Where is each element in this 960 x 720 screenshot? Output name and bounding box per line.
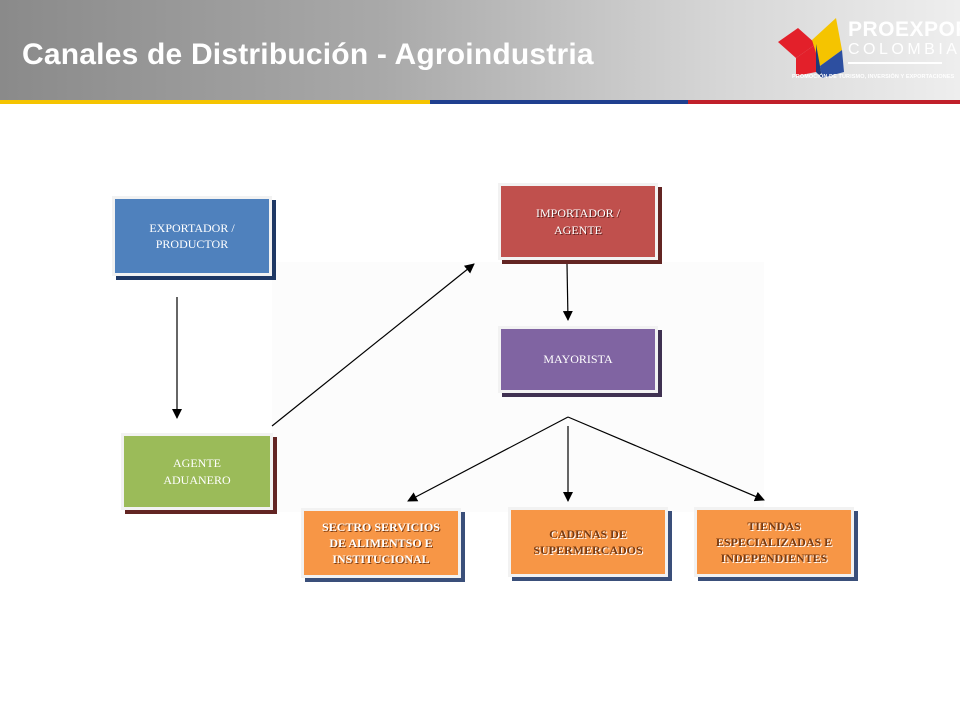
node-cadenas-line2: SUPERMERCADOS [533, 543, 643, 557]
node-mayorista: MAYORISTA [498, 326, 658, 393]
header-stripe-yellow [0, 100, 430, 104]
header-stripe-blue [430, 100, 688, 104]
logo-country: COLOMBIA [848, 41, 960, 58]
node-cadenas-line1: CADENAS DE [549, 526, 627, 541]
proexport-logo-icon [778, 18, 844, 78]
node-servicios-line2: DE ALIMENTSO E [329, 535, 433, 550]
node-agente-aduanero: AGENTE ADUANERO [121, 433, 273, 510]
node-agente-line2: ADUANERO [163, 472, 231, 487]
node-importador-line2: AGENTE [554, 222, 602, 237]
node-tiendas-line1: TIENDAS [747, 518, 801, 533]
logo-name: PROEXPORT [848, 18, 960, 41]
node-exportador-productor: EXPORTADOR / PRODUCTOR [112, 196, 272, 276]
node-importador-line1: IMPORTADOR / [536, 206, 620, 221]
node-importador-agente: IMPORTADOR / AGENTE [498, 183, 658, 260]
arrow-mayorista-to-tiendas [567, 416, 765, 502]
slide-title: Canales de Distribución - Agroindustria [22, 38, 594, 71]
node-tiendas-especializadas: TIENDAS ESPECIALIZADAS E INDEPENDIENTES [694, 507, 854, 577]
arrow-agente-to-importador [271, 263, 475, 427]
node-agente-line1: AGENTE [173, 456, 221, 471]
node-servicios-alimentos: SECTRO SERVICIOS DE ALIMENTSO E INSTITUC… [301, 508, 461, 578]
node-exportador-line2: PRODUCTOR [155, 237, 229, 251]
node-tiendas-line3: INDEPENDIENTES [720, 551, 828, 566]
node-exportador-line1: EXPORTADOR / [149, 220, 235, 235]
arrow-importador-to-mayorista [562, 263, 573, 321]
node-servicios-line1: SECTRO SERVICIOS [322, 519, 440, 534]
node-tiendas-line2: ESPECIALIZADAS E [715, 534, 833, 549]
node-servicios-line3: INSTITUCIONAL [332, 552, 430, 567]
node-mayorista-label: MAYORISTA [543, 352, 613, 367]
arrow-mayorista-to-servicios [407, 416, 569, 502]
logo-divider [848, 62, 942, 64]
logo-tagline: PROMOCIÓN DE TURISMO, INVERSIÓN Y EXPORT… [792, 74, 955, 80]
header-stripe-red [688, 100, 960, 104]
node-cadenas-supermercados: CADENAS DE SUPERMERCADOS [508, 507, 668, 577]
